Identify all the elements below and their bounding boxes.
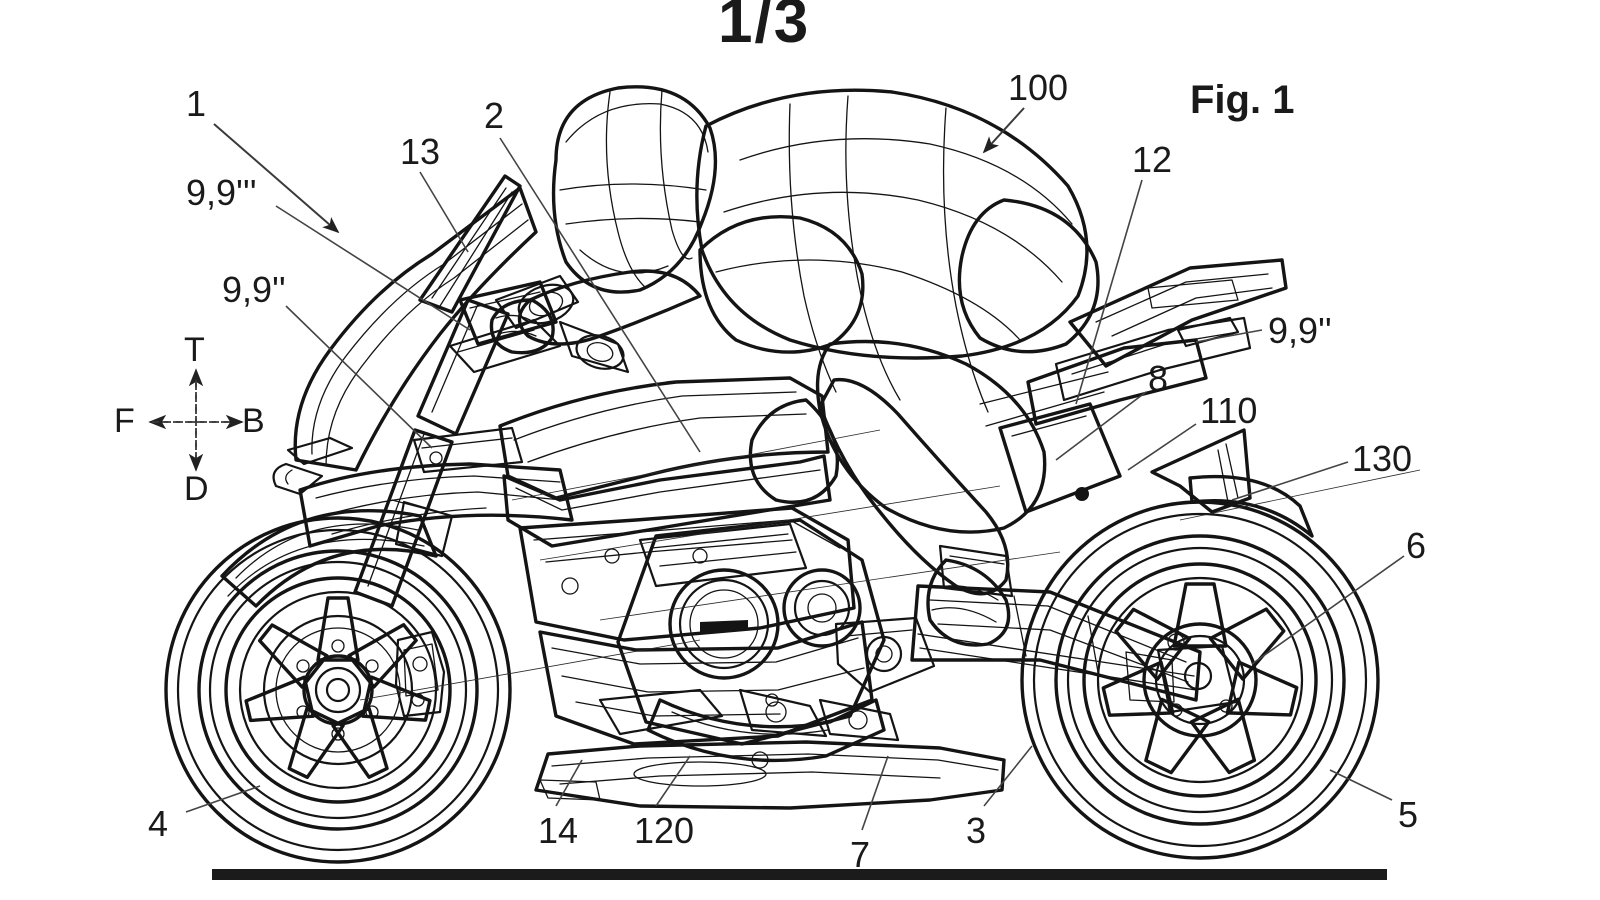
front-fairing <box>272 174 574 548</box>
compass-label-front: F <box>114 402 135 440</box>
engine-assembly <box>616 518 936 769</box>
compass-label-top: T <box>184 331 205 369</box>
reference-numeral-12: 12 <box>1132 139 1173 180</box>
leader-lines <box>185 107 1405 831</box>
reference-numeral-100: 100 <box>1008 67 1069 108</box>
rear-subframe <box>979 258 1314 538</box>
figure-number: Fig. 1 <box>1190 78 1295 122</box>
reference-numeral-4: 4 <box>148 803 169 844</box>
mid-fairing <box>498 376 874 746</box>
construction-hairlines <box>359 429 1421 701</box>
reference-numeral-9d-right: 9,9'' <box>1268 310 1332 351</box>
reference-numeral-7: 7 <box>850 834 871 875</box>
compass-label-down: D <box>184 470 209 508</box>
reference-numeral-9d: 9,9'' <box>222 269 286 310</box>
rear-wheel-assembly <box>1020 500 1380 860</box>
reference-numeral-14: 14 <box>538 810 579 851</box>
reference-numeral-1: 1 <box>186 83 207 124</box>
reference-numeral-120: 120 <box>634 810 695 851</box>
reference-numeral-8: 8 <box>1148 358 1169 399</box>
reference-numeral-2: 2 <box>484 95 505 136</box>
reference-numeral-3: 3 <box>966 810 987 851</box>
reference-numeral-13: 13 <box>400 131 441 172</box>
lower-spoiler <box>534 740 1006 810</box>
reference-numeral-5: 5 <box>1398 794 1419 835</box>
swingarm <box>910 544 1202 702</box>
front-fender <box>220 509 438 608</box>
reference-numeral-6: 6 <box>1406 525 1427 566</box>
reference-numeral-9t: 9,9''' <box>186 172 257 213</box>
reference-numeral-110: 110 <box>1200 390 1258 431</box>
reference-numeral-130: 130 <box>1352 438 1413 479</box>
front-fork <box>353 274 630 608</box>
ground-line <box>212 869 1387 880</box>
sheet-number: 1/3 <box>718 0 811 56</box>
front-wheel-assembly <box>164 516 512 864</box>
rider-figure <box>489 85 1100 647</box>
orientation-compass <box>148 368 244 472</box>
compass-label-back: B <box>242 402 265 440</box>
